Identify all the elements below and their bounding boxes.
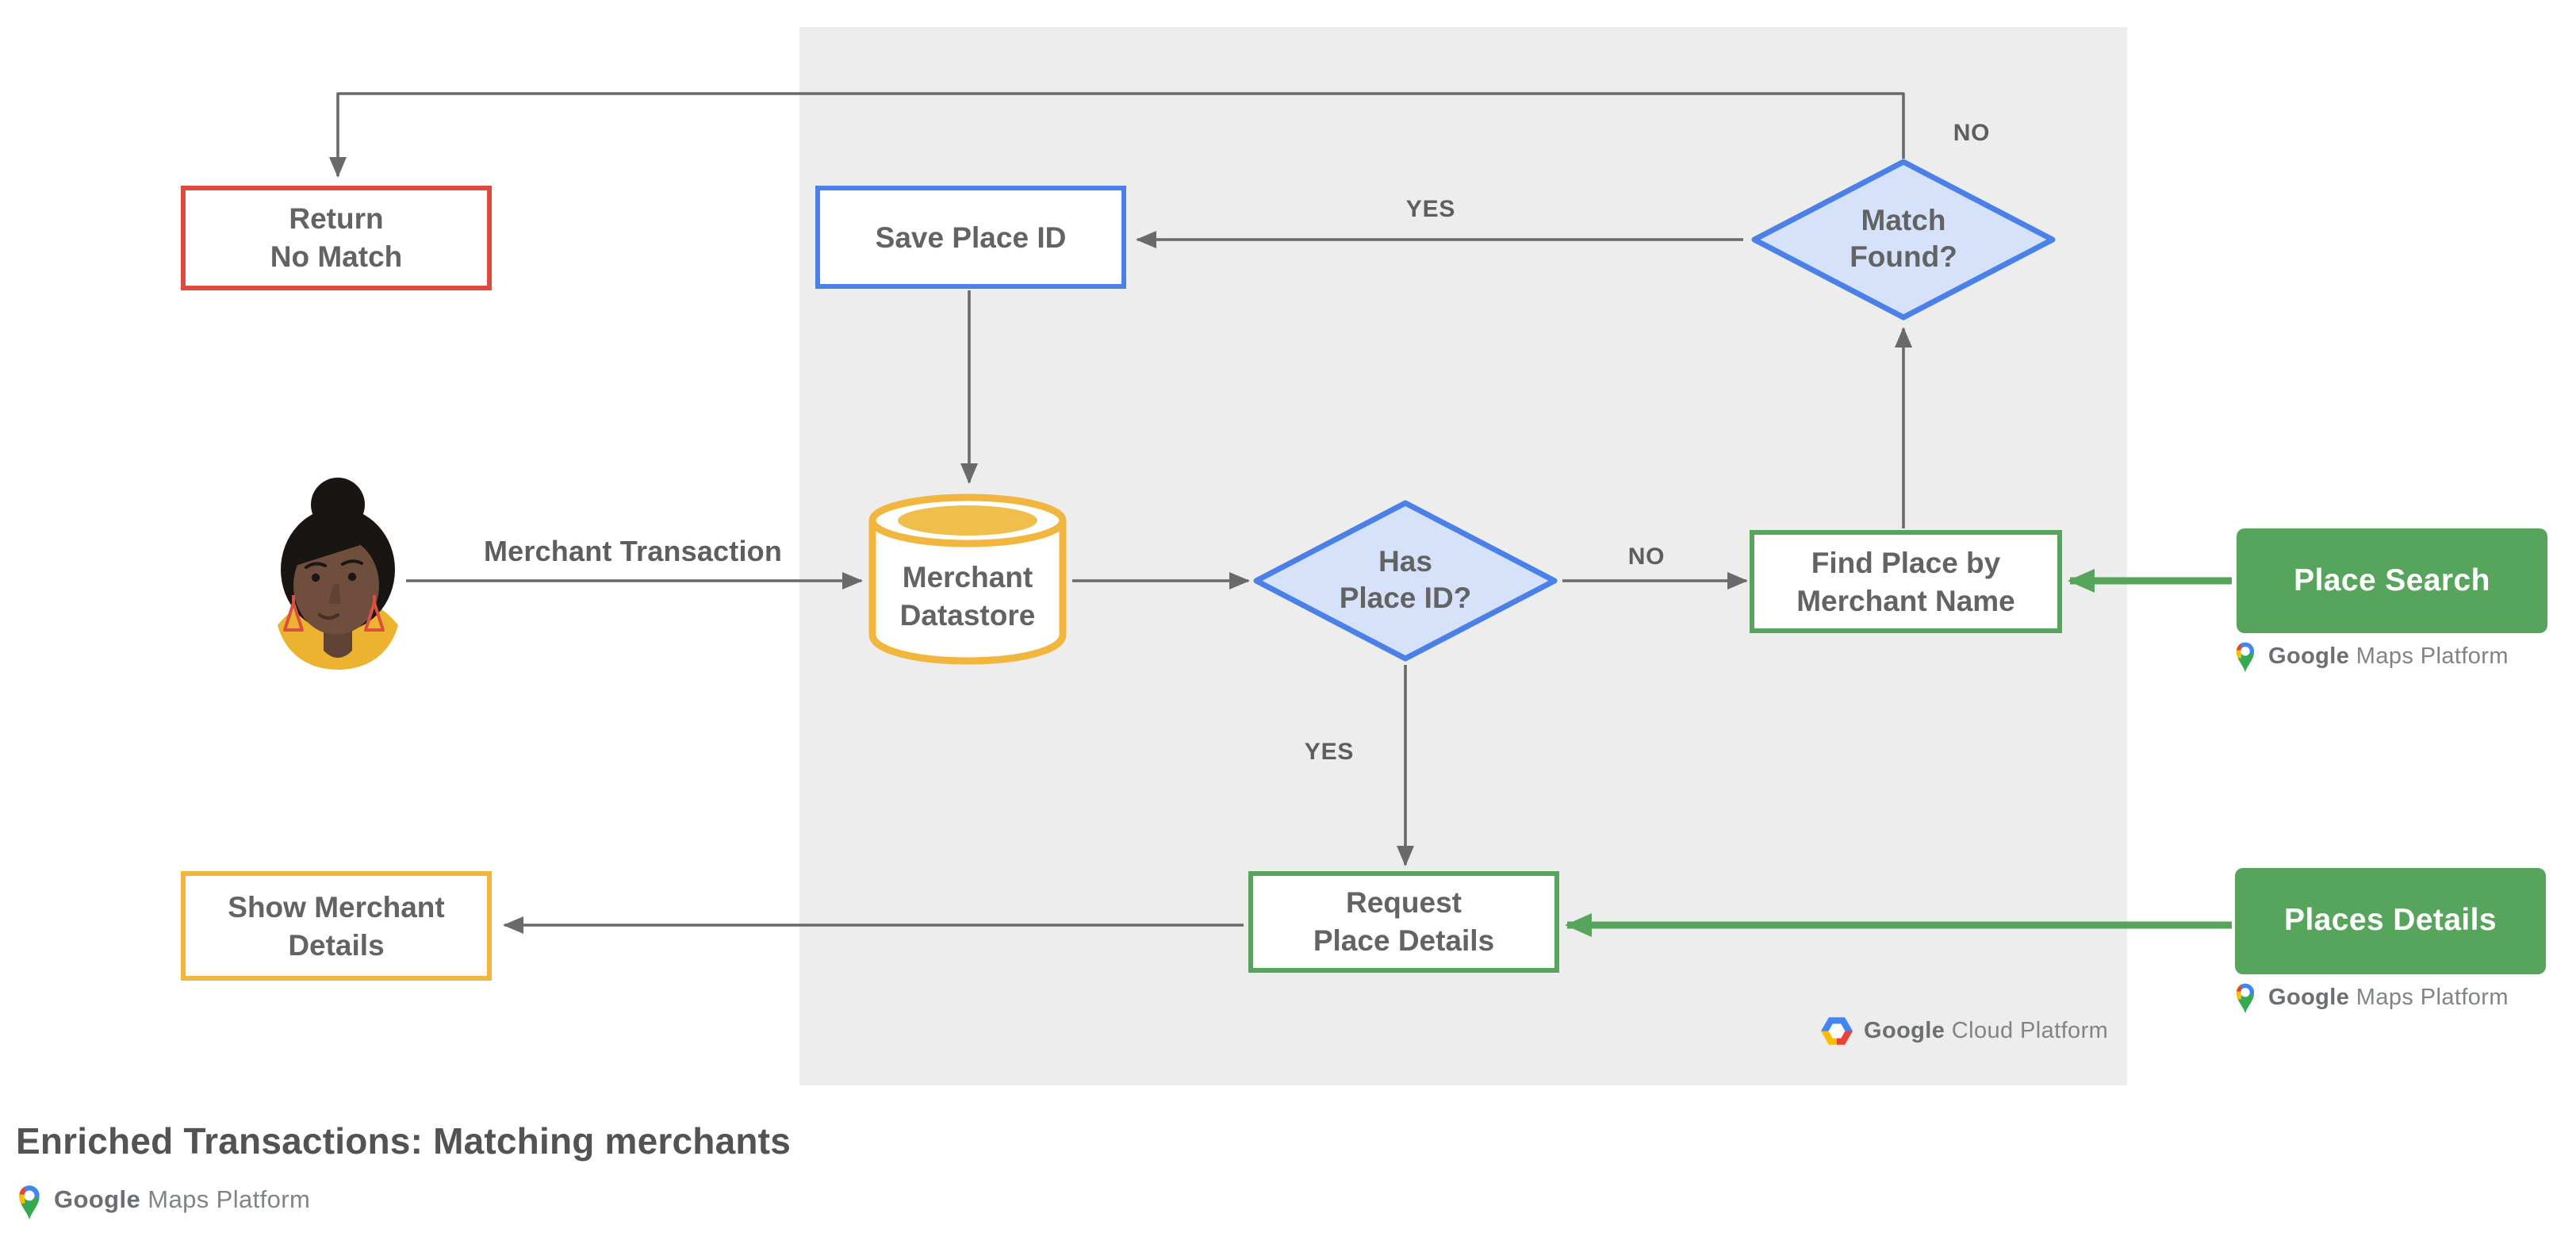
has-place-id-yes-label: YES	[1304, 739, 1355, 766]
avatar-right-eye	[347, 572, 357, 582]
maps-pin-icon	[16, 1182, 43, 1220]
gmp-logo-google-text: Google	[2268, 643, 2350, 669]
gmp-logo-product-text: Maps Platform	[148, 1187, 311, 1214]
node-return-no-match: Return No Match	[181, 186, 492, 290]
node-request-place-details: Request Place Details	[1248, 871, 1559, 973]
node-save-place-id: Save Place ID	[815, 186, 1126, 289]
diamond-shape-icon	[1751, 159, 2056, 321]
avatar-nose	[328, 584, 341, 604]
match-found-no-label: NO	[1953, 120, 1991, 147]
places-details-api-box: Places Details	[2235, 868, 2546, 974]
match-found-label: Match Found?	[1850, 203, 1957, 273]
avatar-right-eyebrow	[341, 559, 363, 566]
merchant-transaction-label: Merchant Transaction	[483, 536, 783, 567]
avatar-mouth	[317, 613, 340, 620]
gcp-hexagon-icon	[1821, 1017, 1853, 1045]
node-has-place-id-decision: Has Place ID?	[1250, 497, 1561, 665]
node-show-merchant-details: Show Merchant Details	[181, 871, 492, 981]
gmp-logo-product-text: Maps Platform	[2356, 643, 2509, 669]
gcp-logo-google-text: Google	[1864, 1018, 1945, 1044]
avatar-left-eyebrow	[305, 562, 327, 569]
place-search-api-box: Place Search	[2237, 528, 2547, 633]
match-found-yes-label: YES	[1405, 196, 1456, 223]
has-place-id-no-label: NO	[1627, 543, 1666, 570]
avatar-right-earring	[364, 595, 385, 632]
diagram-title: Enriched Transactions: Matching merchant…	[16, 1120, 791, 1162]
google-maps-platform-logo-place-search: Google Maps Platform	[2233, 639, 2509, 673]
node-match-found-decision: Match Found?	[1748, 156, 2059, 324]
avatar-left-eye	[311, 573, 320, 582]
node-merchant-datastore: Merchant Datastore	[866, 489, 1069, 666]
merchant-datastore-label: Merchant Datastore	[899, 560, 1036, 632]
has-place-id-label: Has Place ID?	[1339, 544, 1472, 614]
merchant-customer-avatar	[278, 478, 398, 670]
maps-pin-icon	[2233, 981, 2257, 1014]
maps-pin-icon	[2233, 639, 2257, 673]
google-maps-platform-logo-footer: Google Maps Platform	[16, 1182, 310, 1220]
edge-match-found-no-loop	[329, 92, 1905, 178]
gmp-logo-product-text: Maps Platform	[2356, 985, 2509, 1010]
avatar-left-earring	[283, 595, 304, 632]
node-find-place-by-merchant-name: Find Place by Merchant Name	[1750, 530, 2062, 633]
gmp-logo-google-text: Google	[2268, 985, 2350, 1010]
google-cloud-platform-logo: Google Cloud Platform	[1821, 1017, 2108, 1045]
database-cylinder-icon	[868, 494, 1067, 665]
google-maps-platform-logo-places-details: Google Maps Platform	[2233, 981, 2509, 1014]
diamond-shape-icon	[1253, 500, 1558, 662]
gmp-logo-google-text: Google	[54, 1187, 141, 1214]
gcp-logo-product-text: Cloud Platform	[1951, 1018, 2109, 1044]
